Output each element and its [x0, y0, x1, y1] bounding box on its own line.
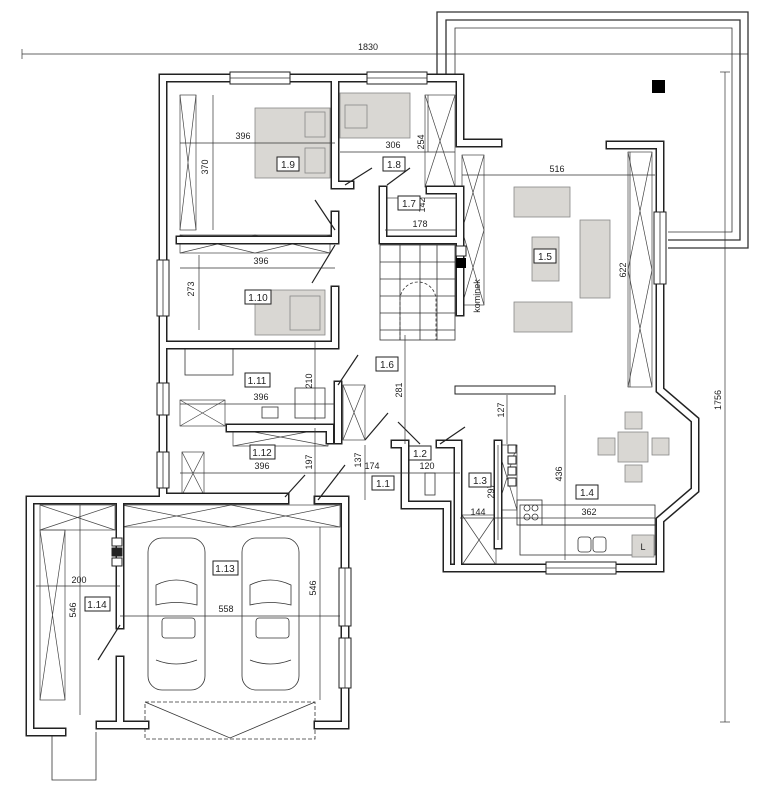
- room-label-1-2: 1.2: [408, 445, 432, 461]
- car-left: [147, 537, 206, 691]
- overall-depth-dimension: 1756: [713, 71, 730, 723]
- room-label-1-3: 1.3: [468, 472, 492, 488]
- sink: [261, 406, 279, 419]
- terrace-outline: [436, 11, 749, 249]
- room-label-1-11: 1.11: [244, 372, 271, 388]
- fireplace: kominek: [455, 245, 482, 313]
- overall-depth-label: 1756: [713, 390, 723, 410]
- room-label-1-8: 1.8: [382, 156, 406, 172]
- fireplace-label: kominek: [472, 279, 482, 313]
- ventilation-ducts: [111, 444, 517, 567]
- svg-text:1.6: 1.6: [380, 360, 394, 371]
- dimension-labels: 396 370 306 254 142 178 396 273 516 622 …: [68, 131, 628, 618]
- room-labels: 1.9 1.8 1.7 1.10 1.5 1.6 1.11 1.12 1.2 1…: [84, 156, 599, 612]
- dim-label: 144: [470, 507, 485, 517]
- staircase: [379, 244, 456, 341]
- overall-width-label: 1830: [358, 42, 378, 52]
- cars: [147, 537, 300, 691]
- dim-label: 297: [486, 483, 496, 498]
- sofa: [513, 301, 573, 333]
- dim-label: 306: [385, 140, 400, 150]
- svg-text:1.1: 1.1: [376, 479, 390, 490]
- svg-text:1.11: 1.11: [248, 376, 267, 387]
- chimney-marker: [652, 80, 665, 93]
- dim-label: 178: [412, 219, 427, 229]
- dim-label: 281: [394, 382, 404, 397]
- sofa: [579, 219, 611, 299]
- dim-label: 120: [419, 461, 434, 471]
- dim-label: 396: [235, 131, 250, 141]
- dim-label: 396: [253, 392, 268, 402]
- svg-text:1.12: 1.12: [252, 448, 272, 459]
- room-label-1-7: 1.7: [397, 195, 421, 211]
- dining-table: [617, 431, 649, 463]
- annex: [51, 732, 97, 781]
- dim-label: 362: [581, 507, 596, 517]
- svg-text:1.14: 1.14: [87, 600, 107, 611]
- windows: [156, 71, 667, 689]
- dim-label: 197: [304, 454, 314, 469]
- fridge: [631, 534, 655, 558]
- garage-door: [144, 701, 316, 740]
- dim-label: 396: [253, 256, 268, 266]
- dim-label: 200: [71, 575, 86, 585]
- room-label-1-6: 1.6: [375, 356, 399, 372]
- dim-label: 622: [618, 262, 628, 277]
- sofa: [513, 186, 571, 218]
- room-label-1-5: 1.5: [533, 248, 557, 264]
- room-label-1-13: 1.13: [212, 560, 239, 576]
- room-label-1-14: 1.14: [84, 596, 111, 612]
- toilet: [424, 472, 436, 496]
- dim-label: 546: [308, 580, 318, 595]
- shower: [294, 387, 326, 419]
- svg-text:1.3: 1.3: [473, 476, 487, 487]
- dim-label: 558: [218, 604, 233, 614]
- dim-label: 137: [353, 452, 363, 467]
- svg-text:1.2: 1.2: [413, 449, 427, 460]
- room-label-1-1: 1.1: [371, 475, 395, 491]
- svg-text:1.7: 1.7: [402, 199, 416, 210]
- room-label-1-10: 1.10: [244, 289, 272, 305]
- car-right: [241, 537, 300, 691]
- dim-label: 396: [254, 461, 269, 471]
- svg-text:1.13: 1.13: [215, 564, 235, 575]
- dim-label: 127: [496, 402, 506, 417]
- svg-text:1.9: 1.9: [281, 160, 295, 171]
- dim-label: 516: [549, 164, 564, 174]
- room-label-1-9: 1.9: [276, 156, 300, 172]
- dim-label: 370: [200, 159, 210, 174]
- room-label-1-4: 1.4: [575, 484, 599, 500]
- svg-text:1.8: 1.8: [387, 160, 401, 171]
- dim-label: 273: [186, 281, 196, 296]
- dimension-lines: [36, 95, 655, 715]
- dim-label: 142: [417, 197, 427, 212]
- dim-label: 436: [554, 466, 564, 481]
- svg-text:1.10: 1.10: [248, 293, 268, 304]
- dim-label: 546: [68, 602, 78, 617]
- overall-width-dimension: 1830: [21, 42, 749, 59]
- dim-label: 254: [416, 134, 426, 149]
- dim-label: 174: [364, 461, 379, 471]
- svg-text:1.5: 1.5: [538, 252, 552, 263]
- room-label-1-12: 1.12: [249, 444, 276, 460]
- dim-label: 210: [304, 373, 314, 388]
- doors: [97, 167, 466, 661]
- svg-text:1.4: 1.4: [580, 488, 594, 499]
- single-bed-1-8: [339, 92, 411, 139]
- kitchen-counters: [454, 385, 656, 556]
- fridge-label: L: [640, 542, 645, 552]
